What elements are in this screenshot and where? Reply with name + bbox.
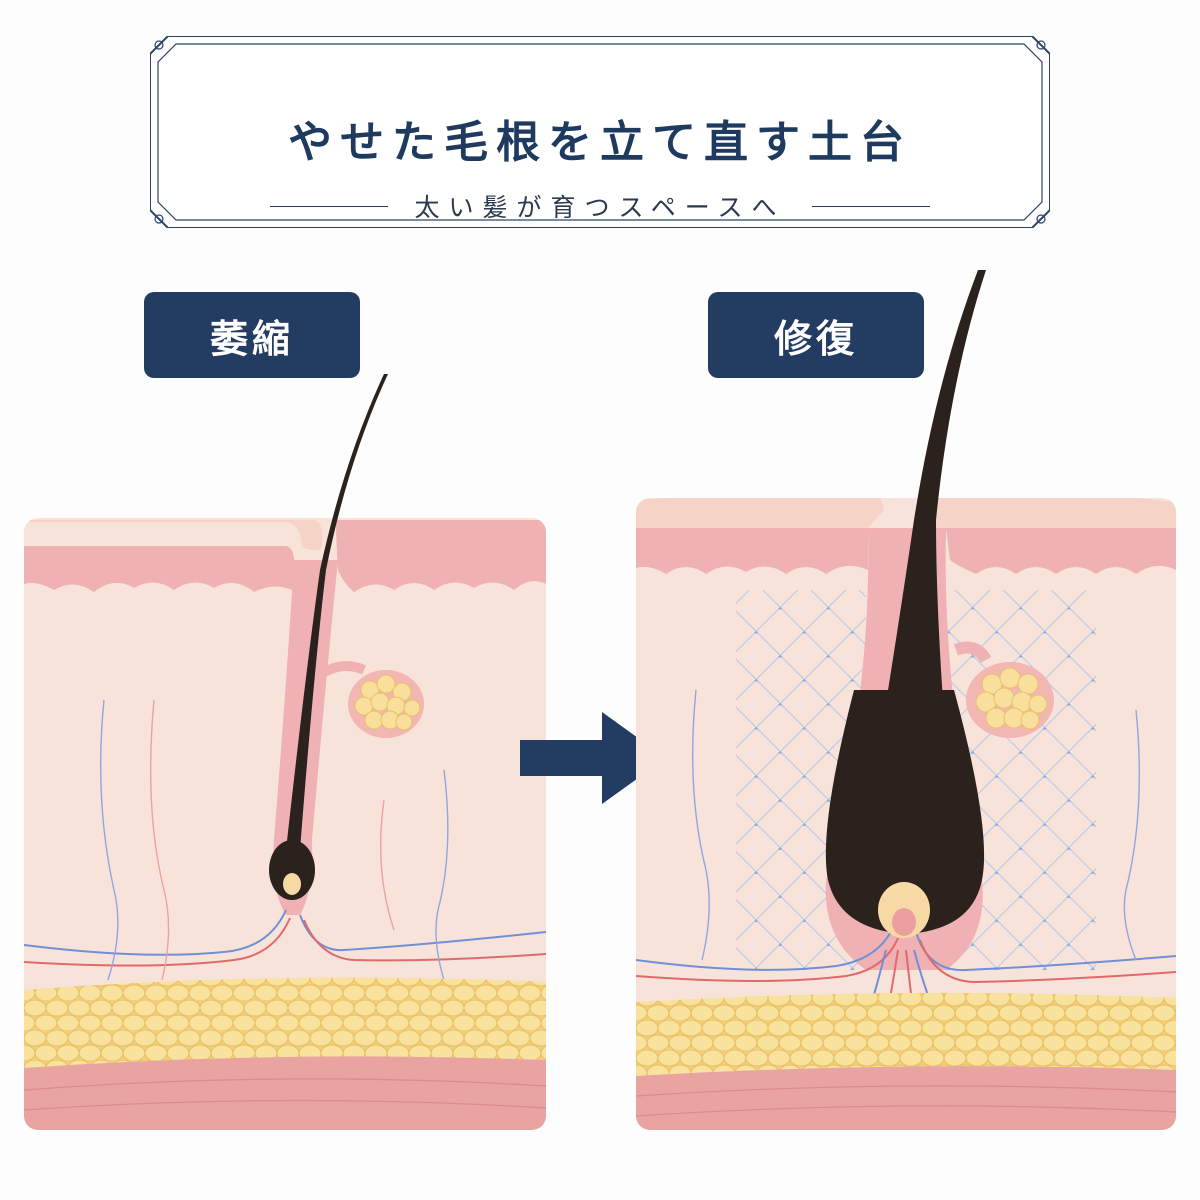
page-subtitle: 太い髪が育つスペースへ (414, 193, 786, 222)
ornate-frame-border (150, 36, 1050, 228)
label-badge-atrophy: 萎縮 (144, 292, 360, 378)
subtitle-row: 太い髪が育つスペースへ (150, 188, 1050, 224)
thick-hair-shaft (872, 270, 986, 790)
atrophy-skin-diagram (24, 374, 546, 1130)
thin-hair-shaft (286, 374, 388, 850)
repair-skin-diagram (636, 270, 1176, 1130)
muscle-layer (24, 1056, 546, 1130)
blood-vessels (24, 699, 546, 981)
label-badge-repair: 修復 (708, 292, 924, 378)
hair-bulb (269, 840, 315, 900)
sebaceous-gland (354, 674, 421, 731)
dermal-papilla (283, 873, 301, 895)
epidermis-layer (24, 546, 295, 592)
fat-layer (636, 992, 1176, 1076)
fat-layer (24, 977, 546, 1068)
sebaceous-gland (975, 667, 1048, 730)
subtitle-rule-left (270, 205, 389, 207)
page-title: やせた毛根を立て直す土台 (288, 117, 912, 168)
title-frame: やせた毛根を立て直す土台 太い髪が育つスペースへ (150, 36, 1050, 228)
epidermis-layer (636, 528, 868, 574)
arrow-right-icon (520, 712, 666, 804)
muscle-layer (636, 1066, 1176, 1130)
subtitle-rule-right (811, 205, 930, 207)
